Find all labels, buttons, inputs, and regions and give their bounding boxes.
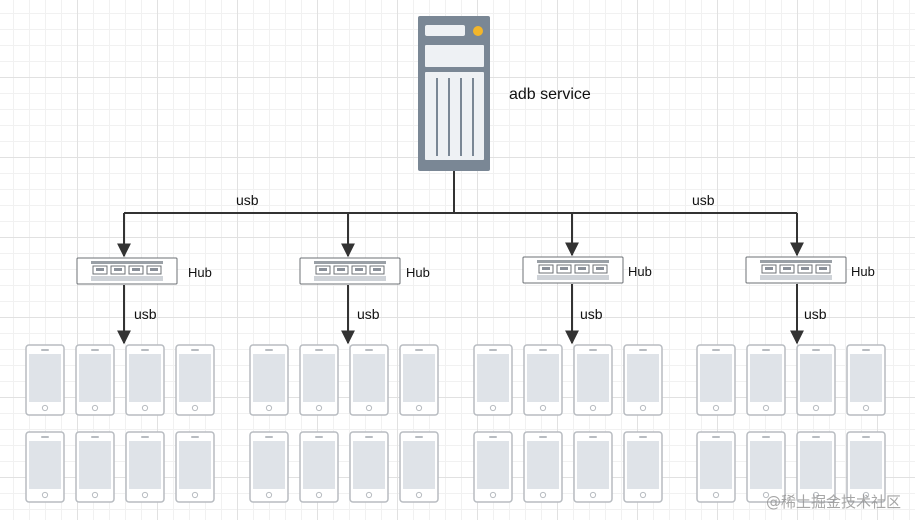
hub-usb-label-3: usb — [580, 306, 603, 322]
phones-layer — [25, 344, 886, 503]
phone-icon — [249, 431, 289, 503]
phone-icon — [25, 431, 65, 503]
phone-icon — [573, 344, 613, 416]
phone-icon — [746, 344, 786, 416]
top-usb-label-right: usb — [692, 192, 715, 208]
phone-icon — [175, 344, 215, 416]
hub-usb-label-2: usb — [357, 306, 380, 322]
hub-label-1: Hub — [188, 265, 212, 280]
phone-icon — [696, 431, 736, 503]
hub-usb-label-4: usb — [804, 306, 827, 322]
phone-icon — [75, 431, 115, 503]
hub-icon — [745, 256, 847, 284]
phone-icon — [399, 344, 439, 416]
server-label: adb service — [509, 86, 591, 103]
phone-icon — [523, 344, 563, 416]
server-icon — [418, 16, 490, 171]
hubs-layer — [76, 213, 847, 345]
phone-icon — [796, 344, 836, 416]
phone-icon — [125, 431, 165, 503]
phone-icon — [399, 431, 439, 503]
phone-icon — [473, 344, 513, 416]
phone-icon — [349, 344, 389, 416]
phone-icon — [573, 431, 613, 503]
phone-icon — [523, 431, 563, 503]
hub-icon — [299, 257, 401, 285]
phone-icon — [623, 431, 663, 503]
hub-icon — [76, 257, 178, 285]
phone-icon — [846, 344, 886, 416]
hub-usb-label-1: usb — [134, 306, 157, 322]
phone-icon — [623, 344, 663, 416]
phone-icon — [746, 431, 786, 503]
phone-icon — [473, 431, 513, 503]
phone-icon — [125, 344, 165, 416]
hub-label-4: Hub — [851, 264, 875, 279]
hub-label-3: Hub — [628, 264, 652, 279]
hub-label-2: Hub — [406, 265, 430, 280]
phone-icon — [75, 344, 115, 416]
top-usb-label-left: usb — [236, 192, 259, 208]
phone-icon — [299, 431, 339, 503]
phone-icon — [25, 344, 65, 416]
phone-icon — [796, 431, 836, 503]
phone-icon — [696, 344, 736, 416]
hub-icon — [522, 256, 624, 284]
phone-icon — [175, 431, 215, 503]
usb-bus — [124, 171, 797, 214]
phone-icon — [846, 431, 886, 503]
watermark: @稀土掘金技术社区 — [765, 493, 901, 511]
phone-icon — [349, 431, 389, 503]
phone-icon — [249, 344, 289, 416]
phone-icon — [299, 344, 339, 416]
